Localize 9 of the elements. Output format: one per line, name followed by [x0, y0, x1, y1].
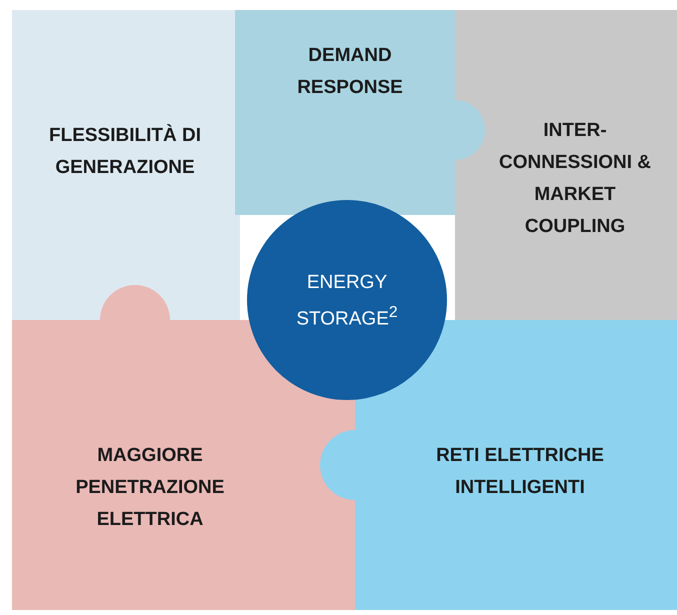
piece-label: INTER- CONNESSIONI & MARKET COUPLING: [498, 119, 652, 239]
piece-label: DEMAND RESPONSE: [296, 44, 404, 100]
piece-label: RETI ELETTRICHE INTELLIGENTI: [435, 444, 605, 500]
puzzle-piece: [12, 10, 240, 320]
puzzle-piece: [235, 10, 485, 215]
piece-label: FLESSIBILITÀ DI GENERAZIONE: [48, 123, 202, 180]
piece-label: ENERGY STORAGE$^{2}$: [295, 271, 399, 332]
piece-label: MAGGIORE PENETRAZIONE ELETTRICA: [74, 444, 226, 532]
puzzle-piece: [455, 10, 677, 320]
